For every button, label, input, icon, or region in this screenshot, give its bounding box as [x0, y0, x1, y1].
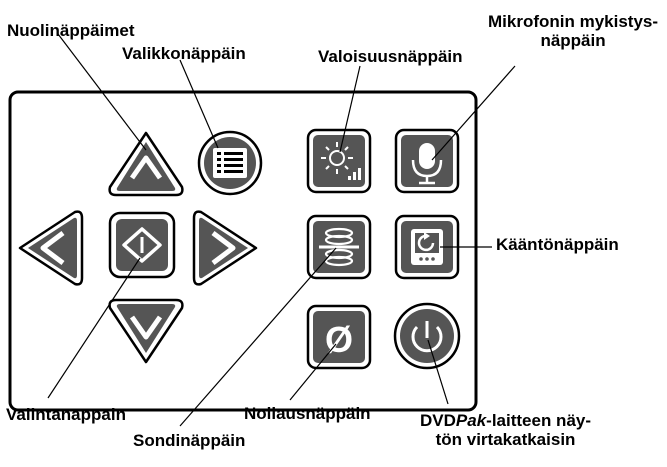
up-arrow-icon — [108, 131, 184, 197]
label-brightness-key: Valoisuusnäppäin — [318, 47, 463, 66]
left-arrow-icon — [18, 210, 84, 286]
microphone-icon — [394, 128, 460, 194]
brightness-icon — [306, 128, 372, 194]
label-zero-key: Nollausnäppäin — [244, 404, 371, 423]
menu-list-icon — [197, 130, 263, 196]
leader-select — [47, 257, 141, 399]
label-select-key: Valintanäppäin — [6, 405, 126, 424]
label-power-post: -laitteen näy- tön virtakatkaisin — [435, 411, 592, 449]
power-icon — [393, 302, 461, 370]
down-arrow-icon — [108, 298, 184, 364]
select-diamond-icon — [108, 211, 176, 279]
label-sonde-key: Sondinäppäin — [133, 431, 246, 450]
label-menu-key: Valikkonäppäin — [122, 44, 246, 63]
label-power-switch: DVDPak-laitteen näy- tön virtakatkaisin — [420, 411, 591, 449]
rotate-screen-icon — [394, 214, 460, 280]
label-power-pre: DVD — [420, 411, 456, 430]
zero-icon: Ø — [306, 304, 372, 370]
leader-sonde — [179, 247, 337, 427]
leader-brightness — [339, 65, 361, 153]
leader-power — [427, 339, 449, 405]
zero-symbol: Ø — [325, 319, 353, 360]
leader-lines — [47, 33, 516, 427]
leader-menu — [179, 59, 219, 149]
leader-arrow-keys — [57, 33, 147, 151]
leader-zero — [289, 343, 337, 401]
label-mic-mute-key: Mikrofonin mykistys- näppäin — [488, 12, 659, 50]
leader-mic — [431, 65, 516, 161]
label-rotate-key: Kääntönäppäin — [496, 235, 619, 254]
label-power-italic: Pak — [455, 411, 487, 430]
label-arrow-keys: Nuolinäppäimet — [7, 21, 135, 40]
right-arrow-icon — [192, 210, 258, 286]
